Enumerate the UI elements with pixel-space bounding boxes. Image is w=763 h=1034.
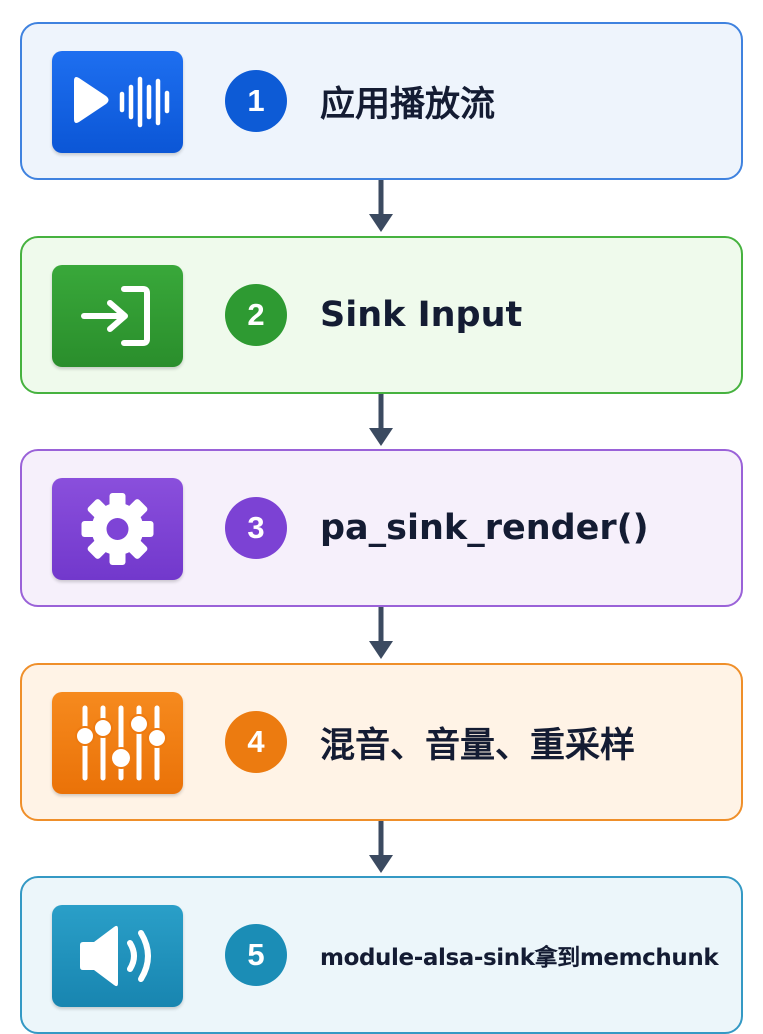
flow-arrow-3 xyxy=(369,607,393,659)
speaker-icon xyxy=(52,905,183,1007)
step-1-card: 1 应用播放流 xyxy=(20,22,743,180)
step-number-badge: 1 xyxy=(225,70,287,132)
step-3-card: 3 pa_sink_render() xyxy=(20,449,743,607)
step-label: module-alsa-sink拿到memchunk xyxy=(320,945,719,971)
step-label: Sink Input xyxy=(320,295,523,335)
step-label: 混音、音量、重采样 xyxy=(320,725,636,766)
step-number-badge: 2 xyxy=(225,284,287,346)
gear-icon xyxy=(52,478,183,580)
step-label: pa_sink_render() xyxy=(320,508,649,548)
step-number-badge: 3 xyxy=(225,497,287,559)
step-5-card: 5 module-alsa-sink拿到memchunk xyxy=(20,876,743,1034)
step-number-badge: 5 xyxy=(225,924,287,986)
play-waveform-icon xyxy=(52,51,183,153)
step-number-badge: 4 xyxy=(225,711,287,773)
flow-arrow-4 xyxy=(369,821,393,873)
flow-arrow-2 xyxy=(369,394,393,446)
sliders-icon xyxy=(52,692,183,794)
step-label: 应用播放流 xyxy=(320,84,496,125)
step-2-card: 2 Sink Input xyxy=(20,236,743,394)
login-arrow-icon xyxy=(52,265,183,367)
step-4-card: 4 混音、音量、重采样 xyxy=(20,663,743,821)
flow-arrow-1 xyxy=(369,180,393,232)
